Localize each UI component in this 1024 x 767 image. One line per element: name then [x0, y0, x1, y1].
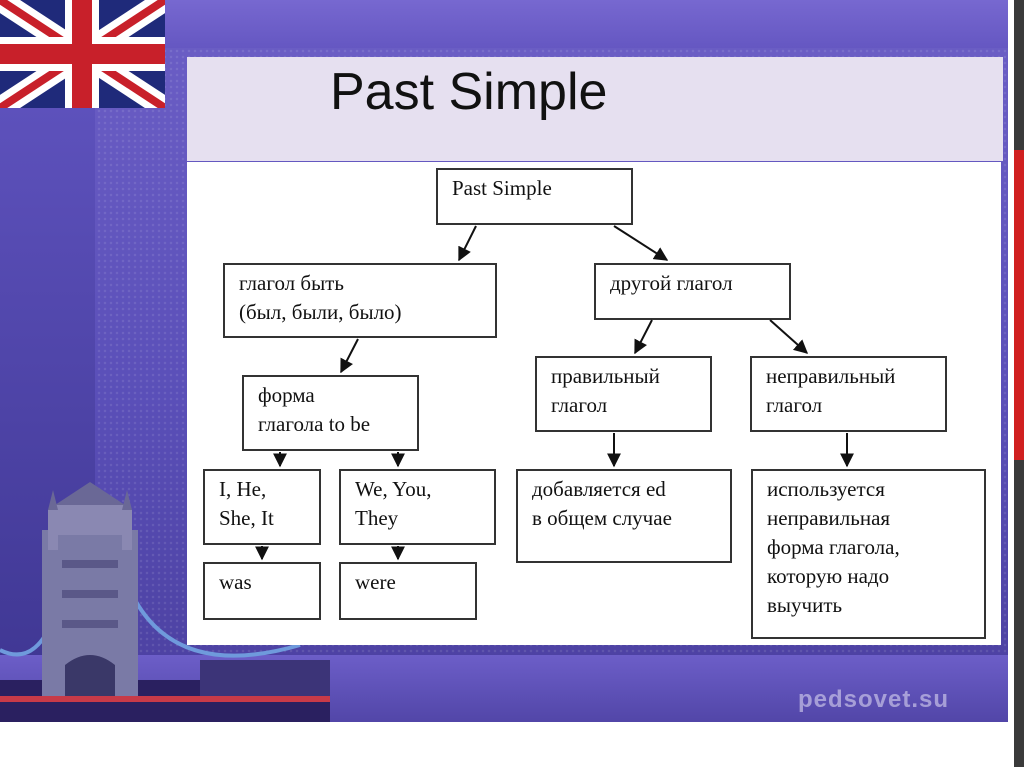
right-edge-strip [1008, 0, 1024, 767]
node-regular-rule: добавляется ed в общем случае [516, 469, 732, 563]
title-panel [187, 57, 1003, 161]
node-were: were [339, 562, 477, 620]
node-to-be-form: форма глагола to be [242, 375, 419, 451]
node-was: was [203, 562, 321, 620]
node-plural-pronouns: We, You, They [339, 469, 496, 545]
node-irregular-rule: используется неправильная форма глагола,… [751, 469, 986, 639]
tower-bridge-image [0, 482, 330, 722]
page-title: Past Simple [330, 63, 608, 121]
watermark: pedsovet.su [798, 686, 950, 713]
node-verb-to-be: глагол быть (был, были, было) [223, 263, 497, 338]
top-band [0, 0, 1008, 48]
node-singular-pronouns: I, He, She, It [203, 469, 321, 545]
node-irregular-verb: неправильный глагол [750, 356, 947, 432]
node-regular-verb: правильный глагол [535, 356, 712, 432]
node-other-verb: другой глагол [594, 263, 791, 320]
union-jack-flag-image [0, 0, 165, 108]
node-past-simple: Past Simple [436, 168, 633, 225]
